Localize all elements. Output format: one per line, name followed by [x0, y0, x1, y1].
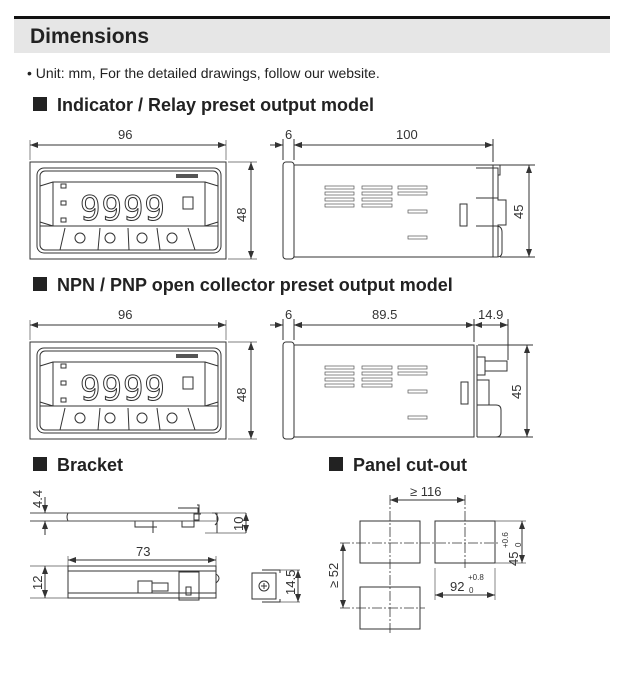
button-icon: [166, 412, 178, 424]
vent-slot: [324, 377, 355, 382]
header: Dimensions: [14, 16, 610, 53]
vent-slot: [324, 197, 355, 202]
led-indicator: [60, 217, 67, 223]
vent-slot: [407, 389, 428, 394]
front-dims-1: 96 48 96 48: [118, 127, 249, 402]
vent-slot: [407, 209, 428, 214]
display-window: [52, 361, 206, 407]
depth-label: 89.5: [372, 307, 397, 322]
section-title: Bracket: [57, 455, 123, 475]
page-title: Dimensions: [30, 25, 149, 48]
connector-label: 14.9: [478, 307, 503, 322]
vent-slot: [361, 365, 393, 370]
vent-slot: [407, 415, 428, 420]
screw-icon: [258, 580, 270, 592]
vent-slot: [397, 191, 428, 196]
bullet-square-icon: [329, 457, 343, 471]
width-label: 96: [118, 307, 132, 322]
cut-height-label: 45: [506, 552, 521, 566]
height-label: 45: [511, 205, 526, 219]
button-icon: [74, 412, 86, 424]
section-title: Indicator / Relay preset output model: [57, 95, 374, 115]
bezel-label: 6: [285, 127, 292, 142]
vent-slot: [361, 185, 393, 190]
vent-slot: [324, 203, 355, 208]
depth-label: 100: [396, 127, 418, 142]
h-pitch-label: ≥ 116: [410, 484, 441, 499]
vent-slot: [397, 365, 428, 370]
button-icon: [166, 232, 178, 244]
height-label: 10: [231, 517, 246, 531]
height-label: 48: [234, 388, 249, 402]
vent-slot: [397, 371, 428, 376]
tolerance-plus: +0.6: [501, 532, 510, 548]
button-icon: [104, 412, 116, 424]
bullet-square-icon: [33, 457, 47, 471]
vent-slot: [361, 197, 393, 202]
width-label: 96: [118, 127, 132, 142]
tolerance-plus: +0.8: [468, 573, 484, 582]
vent-slot: [324, 365, 355, 370]
front-view-drawing: 9999: [29, 140, 257, 260]
bezel-label: 6: [285, 307, 292, 322]
side-view-relay: 6 100 45: [270, 127, 535, 260]
width-label: 12: [30, 576, 45, 590]
led-indicator: [60, 397, 67, 403]
vent-slot: [324, 371, 355, 376]
length-label: 73: [136, 544, 150, 559]
thickness-label: 4.4: [30, 490, 45, 508]
cut-width-label: 92: [450, 579, 464, 594]
vent-slot: [361, 377, 393, 382]
panel-cutout-drawing: ≥ 116 ≥ 52 45 +0.6 0 92 +0.8 0: [326, 484, 526, 635]
display-window: [52, 181, 206, 227]
vent-slot: [361, 383, 393, 388]
front-view-drawing: 9999: [29, 320, 257, 440]
vent-slot: [407, 235, 428, 240]
v-pitch-label: ≥ 52: [326, 563, 341, 588]
button-icon: [136, 412, 148, 424]
height-label: 48: [234, 208, 249, 222]
vent-slot: [397, 185, 428, 190]
tolerance-minus: 0: [514, 542, 523, 547]
height-label: 45: [509, 385, 524, 399]
vent-slot: [324, 383, 355, 388]
button-icon: [136, 232, 148, 244]
led-indicator: [60, 183, 67, 189]
end-height-label: 14.5: [283, 570, 298, 595]
button-icon: [74, 232, 86, 244]
vent-slot: [324, 191, 355, 196]
led-indicator: [60, 380, 67, 386]
bullet-square-icon: [33, 97, 47, 111]
brand-logo: [176, 354, 198, 358]
section-title: Panel cut-out: [353, 455, 467, 475]
vent-slot: [324, 185, 355, 190]
tolerance-minus: 0: [469, 586, 474, 595]
button-icon: [104, 232, 116, 244]
unit-note: • Unit: mm, For the detailed drawings, f…: [27, 65, 380, 81]
side-view-npn-pnp: 6 89.5 14.9 45: [270, 307, 533, 440]
vent-slot: [361, 203, 393, 208]
vent-slot: [361, 371, 393, 376]
bullet-square-icon: [33, 277, 47, 291]
vent-slot: [361, 191, 393, 196]
led-indicator: [60, 200, 67, 206]
seven-segment-display: 9999: [80, 189, 166, 229]
led-indicator: [60, 363, 67, 369]
bracket-drawing: 4.4 10 73 12 14.5: [30, 490, 301, 603]
brand-logo: [176, 174, 198, 178]
section-title: NPN / PNP open collector preset output m…: [57, 275, 453, 295]
seven-segment-display: 9999: [80, 369, 166, 409]
